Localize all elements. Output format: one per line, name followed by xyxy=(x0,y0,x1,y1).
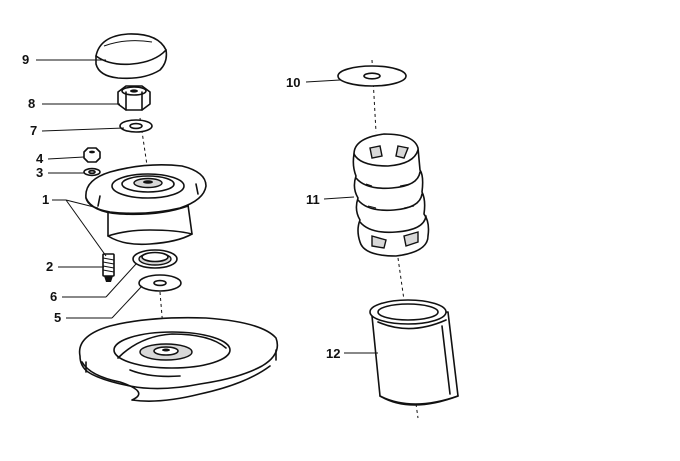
callout-9: 9 xyxy=(22,52,29,67)
callout-12: 12 xyxy=(326,346,340,361)
base-spring-plate xyxy=(78,316,279,402)
left-lower-axis xyxy=(159,291,165,341)
part-9-cap xyxy=(95,33,168,80)
callout-3: 3 xyxy=(36,165,43,180)
callout-1: 1 xyxy=(42,192,49,207)
leader-lines xyxy=(36,59,378,354)
callout-5: 5 xyxy=(54,310,61,325)
part-12-dust-tube xyxy=(369,299,459,406)
callout-11: 11 xyxy=(306,192,320,207)
callout-10: 10 xyxy=(286,75,300,90)
part-4-small-nut xyxy=(83,147,101,163)
part-3-small-washer xyxy=(83,167,101,177)
part-10-washer xyxy=(337,65,407,87)
right-center-axis-bot xyxy=(415,403,419,419)
callout-2: 2 xyxy=(46,259,53,274)
right-center-axis-mid xyxy=(397,257,405,301)
callout-4: 4 xyxy=(36,151,44,166)
part-7-washer xyxy=(119,119,153,133)
part-6-bearing-ring xyxy=(132,249,178,269)
part-11-bump-stop xyxy=(352,133,430,257)
part-2-bolt xyxy=(102,253,115,282)
callout-8: 8 xyxy=(28,96,35,111)
part-5-washer xyxy=(138,274,182,292)
callout-6: 6 xyxy=(50,289,57,304)
part-1-strut-mount xyxy=(85,164,207,246)
part-8-hex-nut xyxy=(117,85,151,111)
callout-7: 7 xyxy=(30,123,37,138)
